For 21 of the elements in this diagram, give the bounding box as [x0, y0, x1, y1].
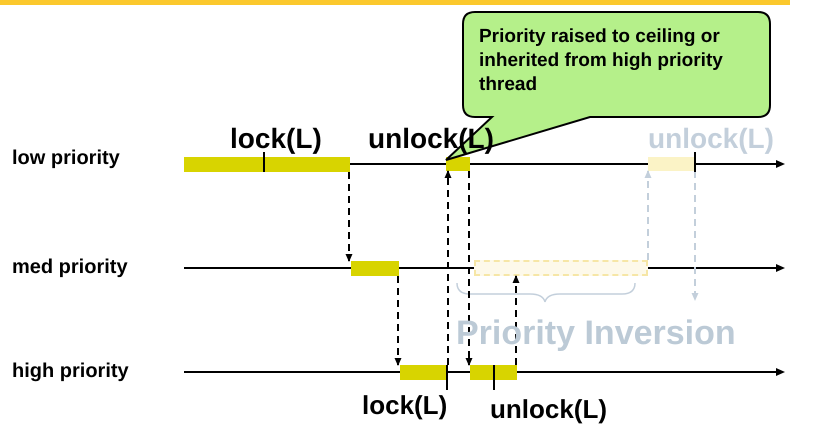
dashed-arrow [394, 276, 402, 366]
dashed-arrow [444, 170, 452, 365]
dashed-arrow [466, 171, 472, 366]
event-label: unlock(L) [648, 125, 774, 153]
dashed-arrow [692, 171, 698, 301]
thread-label: med priority [12, 257, 128, 277]
dashed-arrow [346, 172, 352, 262]
execution-bar [400, 365, 447, 380]
execution-bar [184, 157, 350, 172]
event-label: lock(L) [362, 392, 448, 418]
faded-execution-bar [474, 260, 648, 276]
faded-execution-bar [648, 157, 695, 171]
event-label: unlock(L) [490, 396, 607, 422]
event-label: lock(L) [230, 125, 322, 153]
thread-label: high priority [12, 361, 129, 381]
execution-bar [351, 261, 399, 276]
dashed-arrow [644, 170, 652, 260]
thread-label: low priority [12, 148, 120, 168]
execution-bar [470, 365, 517, 380]
execution-bar [446, 157, 470, 171]
callout-text: Priority raised to ceiling or inherited from high priority thread [479, 25, 724, 96]
